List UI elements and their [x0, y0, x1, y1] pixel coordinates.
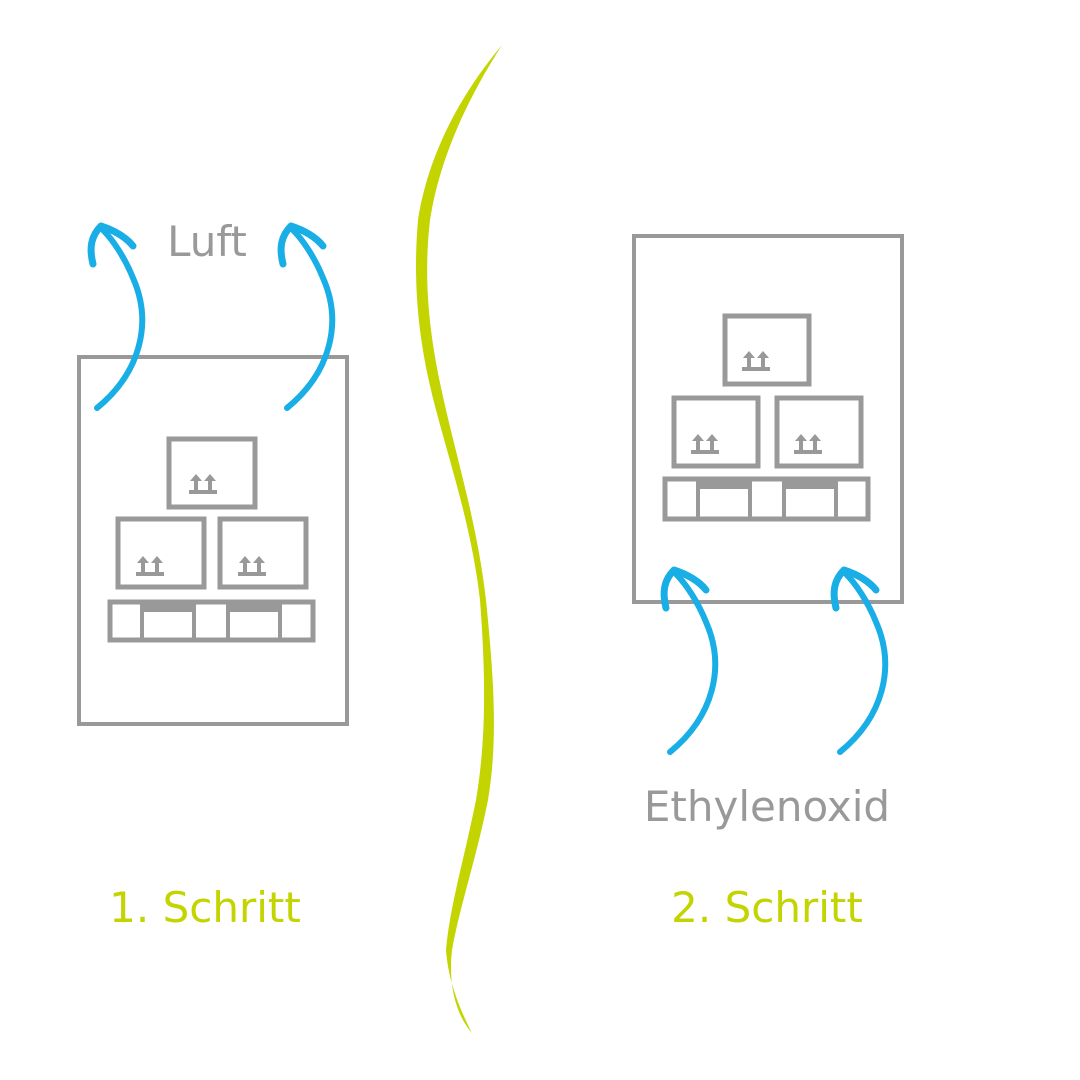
air-out-arrow-icon [91, 226, 142, 408]
step2-pallet [662, 476, 871, 522]
gas-in-arrow-icon [664, 570, 715, 752]
this-way-up-icon [742, 351, 770, 371]
step1-pallet [107, 599, 316, 643]
air-out-arrow-icon [281, 226, 332, 408]
step1-group: Luft 1. Schritt [77, 217, 349, 932]
step1-chamber [77, 355, 349, 726]
step2-top-box [722, 313, 812, 387]
step1-right-box [217, 516, 309, 590]
this-way-up-icon [189, 474, 217, 494]
step1-label: 1. Schritt [109, 883, 301, 932]
step1-top-box [166, 436, 258, 510]
ethylene-oxide-label: Ethylenoxid [644, 782, 890, 831]
step1-left-box [115, 516, 207, 590]
gas-in-arrow-icon [834, 570, 885, 752]
step2-chamber [632, 234, 904, 604]
brush-stroke-divider [416, 45, 502, 1033]
this-way-up-icon [691, 434, 719, 454]
this-way-up-icon [238, 556, 266, 576]
step2-group: Ethylenoxid 2. Schritt [632, 234, 904, 932]
step2-right-box [774, 395, 864, 469]
step2-left-box [671, 395, 761, 469]
air-label: Luft [167, 217, 247, 266]
this-way-up-icon [794, 434, 822, 454]
step2-label: 2. Schritt [671, 883, 863, 932]
this-way-up-icon [136, 556, 164, 576]
